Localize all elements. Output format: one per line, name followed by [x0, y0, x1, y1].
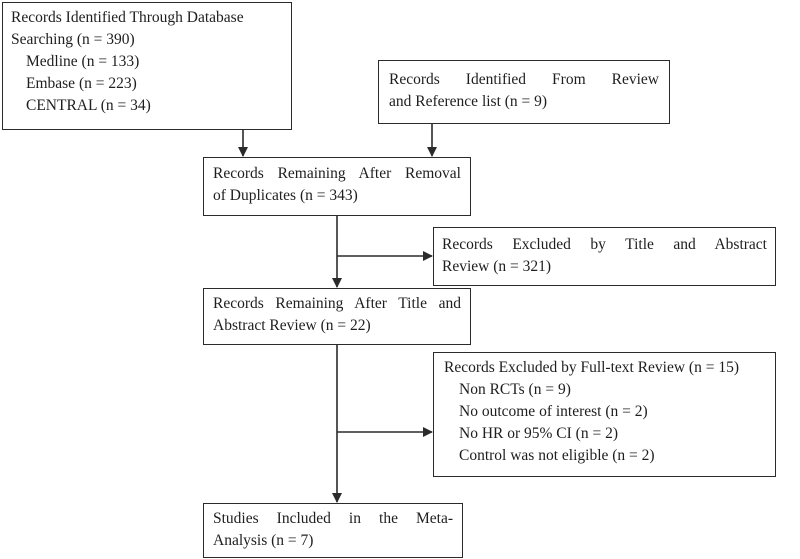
review-reference-box: Records Identified From Review and Refer…	[378, 60, 670, 124]
database-item-medline: Medline (n = 133)	[26, 53, 140, 70]
after-title-abstract-box: Records Remaining After Title and Abstra…	[203, 288, 471, 345]
excluded-fulltext-line1: Records Excluded by Full-text Review (n …	[444, 359, 739, 376]
excluded-item-no-outcome: No outcome of interest (n = 2)	[459, 403, 648, 420]
title-abstract-line2: Abstract Review (n = 22)	[213, 317, 371, 334]
excluded-item-control: Control was not eligible (n = 2)	[459, 447, 655, 464]
database-box-line1: Records Identified Through Database	[11, 9, 244, 26]
database-box-line2: Searching (n = 390)	[11, 31, 135, 48]
excluded-fulltext-box: Records Excluded by Full-text Review (n …	[433, 352, 776, 477]
title-abstract-line1: Records Remaining After Title and	[213, 295, 461, 312]
reference-box-line2: and Reference list (n = 9)	[389, 93, 548, 110]
excluded-ta-line1: Records Excluded by Title and Abstract	[442, 236, 767, 253]
studies-included-box: Studies Included in the Meta- Analysis (…	[203, 503, 463, 558]
database-item-central: CENTRAL (n = 34)	[26, 97, 151, 114]
excluded-item-non-rcts: Non RCTs (n = 9)	[459, 381, 571, 398]
excluded-title-abstract-box: Records Excluded by Title and Abstract R…	[433, 227, 776, 286]
included-line2: Analysis (n = 7)	[213, 532, 314, 549]
duplicates-box-line1: Records Remaining After Removal	[213, 165, 461, 182]
included-line1: Studies Included in the Meta-	[213, 510, 453, 527]
database-search-box: Records Identified Through Database Sear…	[2, 2, 292, 130]
after-duplicates-box: Records Remaining After Removal of Dupli…	[203, 157, 471, 216]
excluded-ta-line2: Review (n = 321)	[442, 258, 552, 275]
database-item-embase: Embase (n = 223)	[26, 75, 137, 92]
reference-box-line1: Records Identified From Review	[389, 71, 659, 88]
excluded-item-no-hr: No HR or 95% CI (n = 2)	[459, 425, 618, 442]
duplicates-box-line2: of Duplicates (n = 343)	[213, 187, 358, 204]
